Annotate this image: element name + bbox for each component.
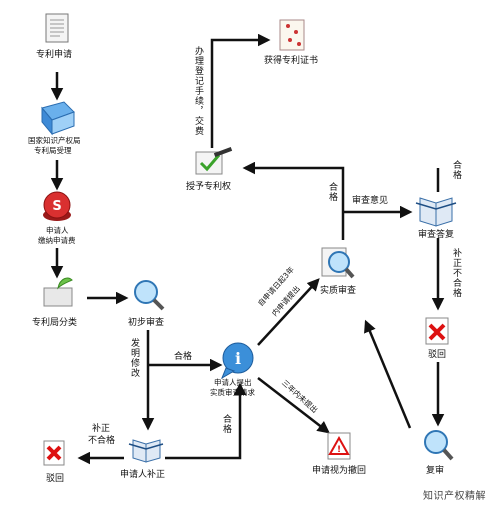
arrow-review-to-substantive	[364, 319, 412, 429]
node-classify: 专利局分类	[32, 318, 78, 328]
node-correct: 申请人补正	[120, 470, 166, 480]
book-icon	[128, 439, 164, 463]
edge-fail-correct-2: 不合格	[88, 436, 116, 446]
node-substantive: 实质审查	[320, 286, 357, 296]
node-reject-left: 驳回	[46, 474, 65, 484]
approval-icon	[195, 147, 233, 175]
edge-register: 办理登记手续，交费	[193, 46, 203, 136]
reject-icon	[43, 440, 65, 466]
reply-book-icon	[415, 197, 457, 227]
edge-fail-reply: 补正不合格	[451, 248, 461, 298]
edge-defect-correct: 发明修改	[129, 338, 139, 378]
warning-icon: !	[327, 432, 351, 460]
inbox-document-icon	[41, 101, 75, 136]
node-review: 复审	[426, 466, 445, 476]
node-reject-right: 驳回	[428, 350, 447, 360]
edge-pass-reply: 合格	[451, 160, 461, 180]
svg-text:S: S	[52, 199, 61, 214]
review-magnifier-icon	[424, 430, 454, 461]
edge-pass-grant: 合格	[327, 182, 337, 202]
node-request-line1: 申请人提出	[214, 378, 252, 387]
watermark: 知识产权精解	[423, 491, 486, 502]
arrow-request-to-substantive	[257, 278, 320, 346]
node-apply: 专利申请	[36, 50, 73, 60]
edge-fail-correct-1: 补正	[92, 424, 111, 434]
node-request-line2: 实质审查请求	[210, 388, 255, 397]
certificate-icon	[279, 19, 305, 51]
arrow-substantive-to-grant	[242, 161, 345, 240]
edge-pass-correct: 合格	[221, 414, 231, 434]
substantive-review-icon	[321, 247, 355, 279]
arrow-request-to-withdrawn	[257, 377, 330, 434]
node-certificate: 获得专利证书	[264, 56, 319, 66]
svg-text:i: i	[235, 349, 241, 368]
node-accept-line2: 专利局受理	[34, 146, 72, 155]
magnifier-icon	[134, 280, 165, 311]
node-grant: 授予专利权	[186, 182, 232, 192]
edge-opinion: 审查意见	[352, 196, 389, 206]
arrow-grant-to-certificate	[210, 33, 271, 148]
node-accept-line1: 国家知识产权局	[28, 136, 81, 145]
classification-icon	[43, 277, 73, 307]
payment-icon: S	[43, 191, 71, 221]
node-fee-line2: 缴纳申请费	[38, 236, 76, 245]
svg-text:!: !	[337, 445, 341, 455]
reject-right-icon	[425, 317, 449, 345]
info-icon: i	[220, 342, 254, 380]
edge-pass-prelim: 合格	[174, 352, 193, 362]
node-withdrawn: 申请视为撤回	[312, 466, 367, 476]
node-fee-line1: 申请人	[46, 226, 69, 235]
document-icon	[45, 13, 69, 43]
node-prelim: 初步审查	[128, 318, 165, 328]
node-reply: 审查答复	[418, 230, 455, 240]
arrow-correct-to-request	[165, 382, 247, 460]
